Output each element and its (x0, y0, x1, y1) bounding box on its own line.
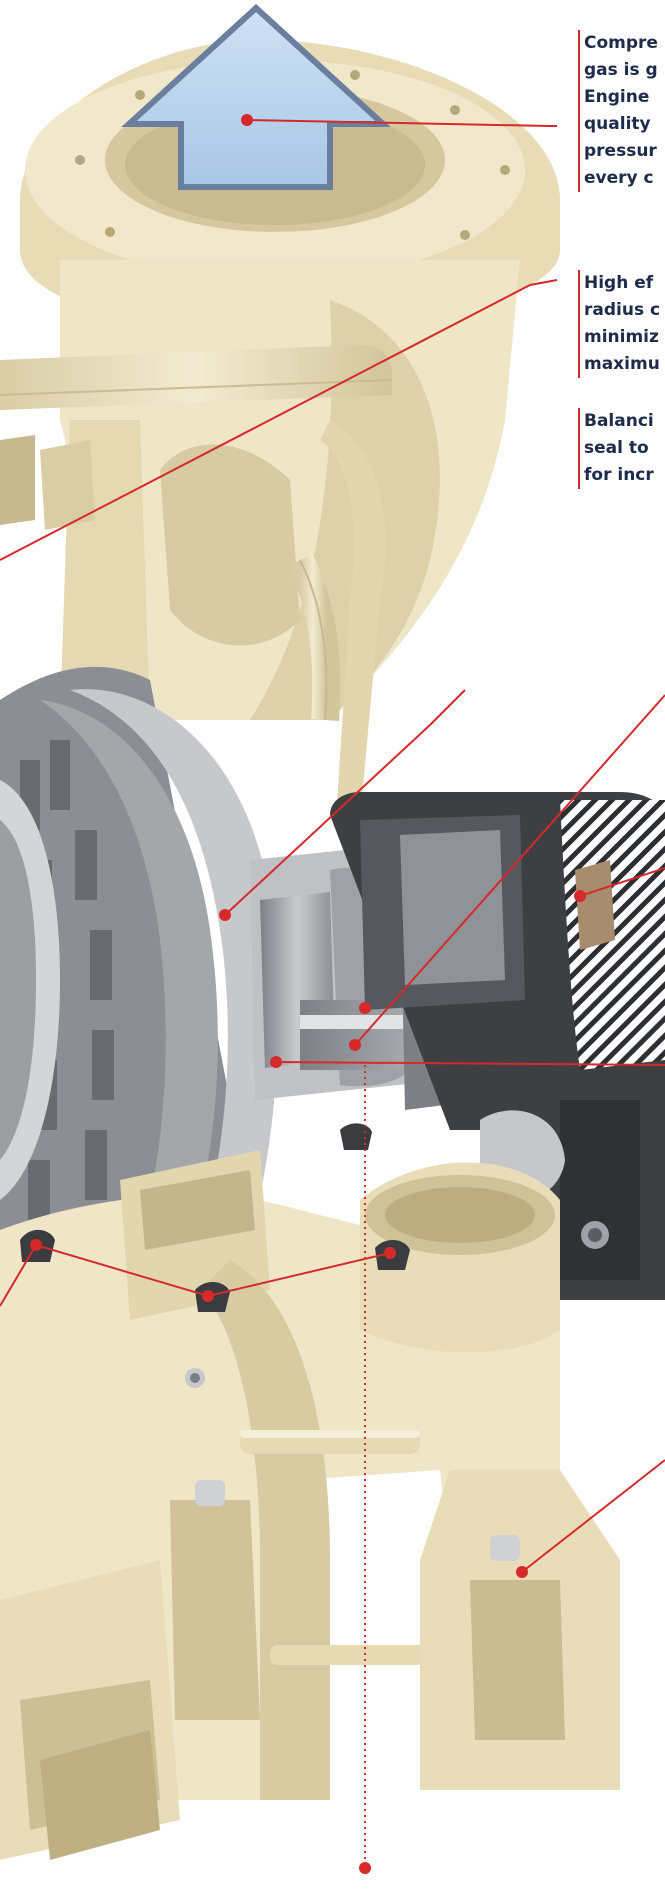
callout-line: maximu (584, 354, 660, 374)
callout-line: radius c (584, 300, 661, 320)
callout-line: minimiz (584, 327, 659, 347)
callout-high-efficiency: High ef radius c minimiz maximu (578, 270, 665, 378)
callout-line: Engine (584, 87, 650, 107)
impeller-wheel (0, 666, 278, 1304)
leader-lines (0, 119, 665, 1868)
cooling-pipe (0, 345, 393, 820)
callout-line: Compre (584, 33, 658, 53)
leader-efficiency (0, 279, 558, 561)
leader-shaft (275, 1061, 665, 1066)
split-line-bolts (20, 1123, 410, 1312)
callout-line: pressur (584, 141, 657, 161)
callout-line: every c (584, 168, 654, 188)
callout-line: quality (584, 114, 651, 134)
leader-seal (354, 694, 665, 1046)
callout-line: Balanci (584, 411, 654, 431)
callout-line: for incr (584, 465, 654, 485)
callout-compressed-gas: Compre gas is g Engine quality pressur e… (578, 30, 665, 192)
lower-casing (0, 1150, 620, 1860)
leader-bearing (579, 867, 665, 897)
callout-line: gas is g (584, 60, 658, 80)
leader-foot (521, 1459, 665, 1573)
leader-bolts (0, 1243, 391, 1307)
leader-dots (30, 114, 586, 1874)
callout-balancing-seal: Balanci seal to for incr (578, 408, 665, 489)
callout-line: High ef (584, 273, 654, 293)
gear-housing (330, 792, 665, 1300)
up-arrow-icon (121, 3, 391, 190)
callout-line: seal to (584, 438, 649, 458)
leader-outlet (246, 119, 557, 127)
outlet-body (60, 260, 520, 720)
leader-balancing (224, 689, 466, 916)
